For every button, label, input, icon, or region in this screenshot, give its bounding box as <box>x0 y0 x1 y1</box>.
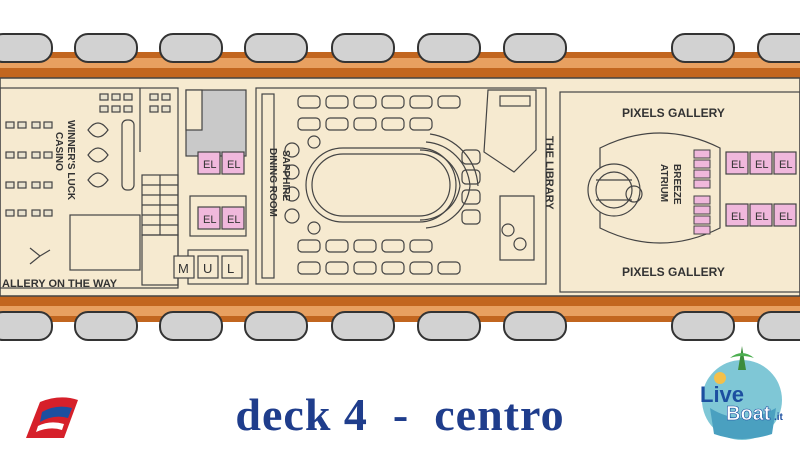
deck-caption: deck 4 - centro <box>0 388 800 441</box>
casino-label-2: CASINO <box>53 132 64 171</box>
hull-top-stripe <box>0 58 800 68</box>
service-core <box>141 89 249 286</box>
logo-tld: .it <box>774 412 784 423</box>
carnival-logo <box>26 397 78 438</box>
logo-live: Live <box>700 382 744 407</box>
elevator-label: EL <box>731 211 744 223</box>
atrium-label-1: BREEZE <box>671 164 682 205</box>
casino-label-1: WINNER'S LUCK <box>65 120 76 201</box>
dining-room-label-1: SAPPHIRE <box>280 150 291 201</box>
elevators-right <box>725 151 797 227</box>
hull-bottom-stripe <box>0 306 800 316</box>
restroom-ladies-label: L <box>227 261 234 276</box>
restroom-men-label: M <box>178 261 189 276</box>
dining-room-label-2: DINING ROOM <box>267 148 278 217</box>
atrium-area <box>559 91 800 293</box>
elevator-label: EL <box>203 214 216 226</box>
dining-room <box>255 87 547 285</box>
elevator-label: EL <box>755 159 768 171</box>
atrium-label-2: ATRIUM <box>658 164 669 202</box>
deck-number: deck 4 <box>235 389 368 440</box>
elevator-label: EL <box>227 214 240 226</box>
elevator-label: EL <box>227 159 240 171</box>
gallery-top-label: PIXELS GALLERY <box>622 106 725 120</box>
caption-separator: - <box>367 389 435 440</box>
restrooms <box>173 255 243 279</box>
liveboat-logo: Live Boat .it <box>700 346 784 440</box>
gallery-bottom-label: PIXELS GALLERY <box>622 265 725 279</box>
elevator-label: EL <box>779 211 792 223</box>
lifeboats-top <box>0 33 800 63</box>
gallery-on-the-way-label: ALLERY ON THE WAY <box>2 278 118 290</box>
elevator-label: EL <box>203 159 216 171</box>
elevator-label: EL <box>755 211 768 223</box>
library-label: THE LIBRARY <box>543 136 555 210</box>
elevators-left <box>197 151 245 230</box>
restroom-unisex-label: U <box>203 261 212 276</box>
logo-boat: Boat <box>726 403 771 425</box>
atrium-elevator-glass <box>693 149 711 235</box>
elevator-label: EL <box>731 159 744 171</box>
elevator-label: EL <box>779 159 792 171</box>
library <box>483 89 537 261</box>
lifeboats-bottom <box>0 311 800 341</box>
deck-zone: centro <box>434 389 565 440</box>
